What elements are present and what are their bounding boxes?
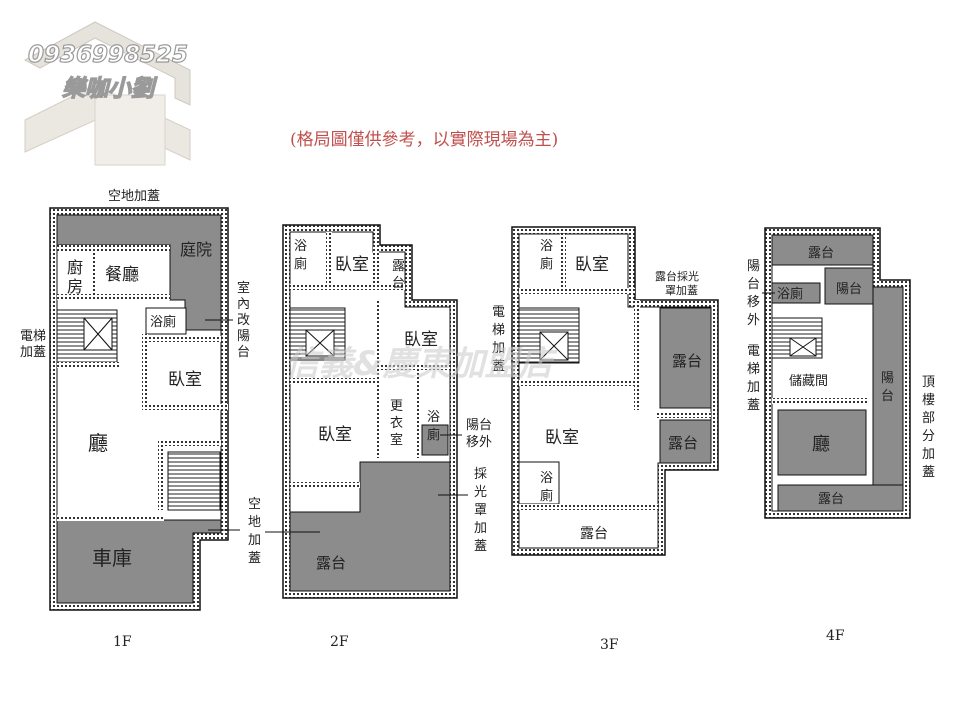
f1-yard-note: 空地加蓋 [248, 497, 261, 566]
floor-2f: 浴廁 臥室 露台 臥室 臥室 更衣室 浴廁 露台 陽台移外 採光罩加蓋 2F [265, 224, 492, 650]
f4-balcony: 陽台 [836, 282, 862, 297]
f3-label: 3F [600, 637, 619, 653]
f2-skylight-note: 採光罩加蓋 [474, 467, 487, 554]
f1-courtyard: 庭院 [180, 240, 212, 259]
f4-storage: 儲藏間 [789, 374, 828, 389]
f2-balcony-note: 陽台移外 [466, 418, 492, 450]
company-logo: 0936998525 樂咖小劉 [23, 21, 191, 166]
f1-kitchen-a: 廚 [67, 258, 83, 277]
disclaimer-note: (格局圖僅供參考，以實際現場為主) [290, 130, 558, 150]
f1-elevator-note: 電梯加蓋 [20, 329, 46, 360]
f4-label: 4F [826, 628, 845, 644]
f2-terrace-small: 露台 [392, 259, 405, 291]
f4-roof-note: 頂樓部分加蓋 [922, 375, 935, 480]
f2-terrace: 露台 [316, 554, 346, 572]
f3-bedroom1: 臥室 [575, 255, 609, 275]
floor-1f: 空地加蓋 廚 房 餐廳 庭院 浴廁 臥室 廳 車庫 電 [20, 189, 261, 650]
f3-bath: 浴廁 [540, 239, 553, 272]
f2-bedroom1: 臥室 [335, 255, 369, 275]
f2-bedroom2: 臥室 [404, 330, 438, 350]
floor-3f: 浴廁 臥室 露台 露台 臥室 浴廁 露台 露台採光罩加蓋 電梯加蓋 3F [492, 226, 719, 653]
f1-bath: 浴廁 [150, 314, 176, 330]
logo-phone: 0936998525 [28, 42, 188, 68]
f2-bath2: 浴廁 [427, 410, 440, 443]
f2-label: 2F [330, 634, 349, 650]
f2-bath: 浴廁 [294, 239, 307, 272]
f1-bedroom: 臥室 [168, 370, 202, 390]
f1-garage: 車庫 [92, 546, 132, 570]
f3-elevator-note: 電梯加蓋 [492, 305, 505, 374]
f1-balcony-note: 室內改陽台 [237, 280, 250, 360]
f4-hall: 廳 [812, 434, 830, 455]
f2-bedroom3: 臥室 [318, 425, 352, 445]
f4-elevator-note: 電梯加蓋 [747, 344, 760, 413]
watermark: 信義&慶東加盟店 [285, 344, 558, 384]
f4-bath: 浴廁 [777, 286, 803, 302]
f4-balcony-note: 陽台移外 [747, 259, 760, 328]
f2-closet: 更衣室 [390, 399, 403, 448]
f3-terrace2: 露台 [668, 434, 698, 452]
f1-dining: 餐廳 [105, 265, 139, 285]
f1-kitchen-b: 房 [67, 277, 83, 296]
f3-terrace1: 露台 [672, 352, 702, 370]
f3-bedroom2: 臥室 [545, 428, 579, 448]
logo-name: 樂咖小劉 [62, 76, 158, 102]
f4-terrace-top: 露台 [808, 246, 834, 261]
f4-terrace-bottom: 露台 [818, 492, 844, 507]
f1-hall: 廳 [88, 431, 108, 455]
f3-bath2: 浴廁 [540, 471, 553, 504]
f3-skylight-note: 露台採光罩加蓋 [655, 269, 699, 297]
f4-balcony2: 陽台 [881, 371, 894, 404]
f1-label: 1F [113, 634, 132, 650]
f3-terrace3: 露台 [580, 526, 608, 542]
floor-4f: 露台 陽台 浴廁 儲藏間 廳 陽台 露台 陽台移外 電梯加蓋 頂樓部分加蓋 4F [747, 227, 935, 644]
f1-top-note: 空地加蓋 [108, 189, 160, 204]
